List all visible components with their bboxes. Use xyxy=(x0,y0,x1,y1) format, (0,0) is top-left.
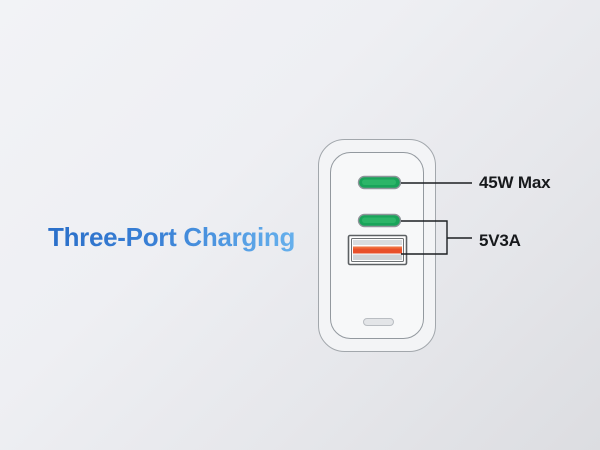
port-usb-a-bottom[interactable] xyxy=(347,234,408,266)
led-indicator xyxy=(363,318,394,326)
charger-illustration xyxy=(313,134,493,364)
callout-label-45w-max: 45W Max xyxy=(479,173,551,192)
port-usb-c-top[interactable] xyxy=(357,175,402,190)
callout-label-5v3a: 5V3A xyxy=(479,231,521,250)
page-title: Three-Port Charging xyxy=(48,222,296,252)
port-usb-c-middle[interactable] xyxy=(357,213,402,228)
